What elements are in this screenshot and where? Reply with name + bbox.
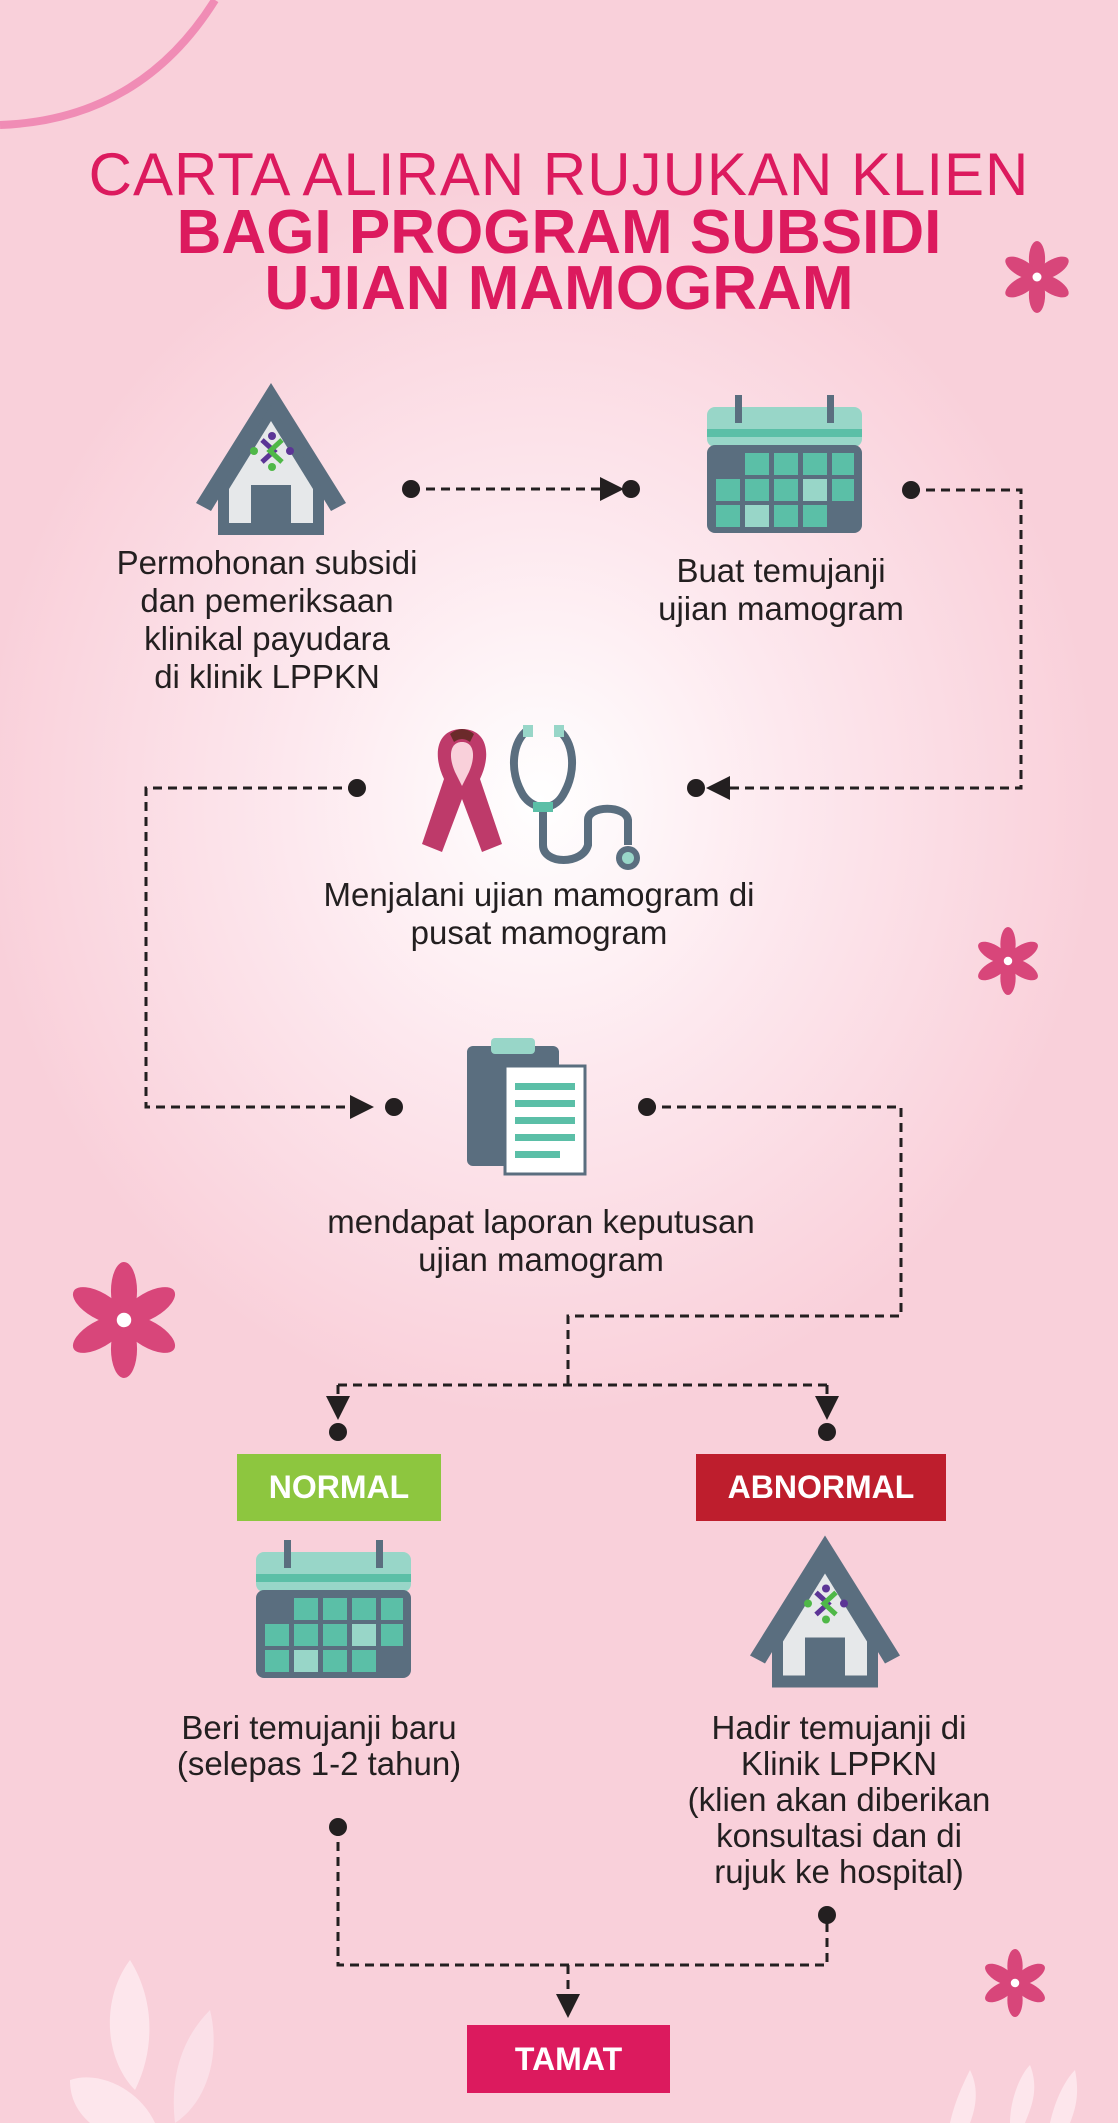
stethoscope-icon xyxy=(509,725,640,870)
decorative-arc xyxy=(0,0,219,129)
step-apply-text: Permohonan subsidi dan pemeriksaan klini… xyxy=(116,544,418,695)
title-line-1: CARTA ALIRAN RUJUKAN KLIEN xyxy=(88,141,1030,208)
flower-decoration xyxy=(67,1262,181,1378)
flower-decoration xyxy=(1001,241,1073,313)
step-appointment-text: Buat temujanji ujian mamogram xyxy=(658,552,904,627)
calendar-icon xyxy=(256,1540,411,1678)
flower-decoration xyxy=(981,1949,1049,2017)
awareness-ribbon-icon xyxy=(422,729,502,852)
title-line-3: UJIAN MAMOGRAM xyxy=(264,254,854,323)
end-badge: TAMAT xyxy=(467,2025,670,2093)
normal-text: Beri temujanji baru (selepas 1-2 tahun) xyxy=(176,1709,462,1782)
flower-decoration xyxy=(974,927,1042,995)
leaf-decoration xyxy=(950,2065,1078,2123)
title-line-2: BAGI PROGRAM SUBSIDI xyxy=(176,198,942,267)
calendar-icon xyxy=(707,395,862,533)
step-mammogram-text: Menjalani ujian mamogram di pusat mamogr… xyxy=(323,876,755,951)
clinic-house-icon xyxy=(750,1535,900,1688)
step-report-text: mendapat laporan keputusan ujian mamogra… xyxy=(327,1203,755,1278)
abnormal-text: Hadir temujanji di Klinik LPPKN (klien a… xyxy=(687,1709,991,1890)
abnormal-badge: ABNORMAL xyxy=(696,1454,946,1521)
normal-badge: NORMAL xyxy=(237,1454,441,1521)
leaf-decoration xyxy=(70,1960,214,2123)
clinic-house-icon xyxy=(196,383,346,535)
report-clipboard-icon xyxy=(467,1038,587,1176)
